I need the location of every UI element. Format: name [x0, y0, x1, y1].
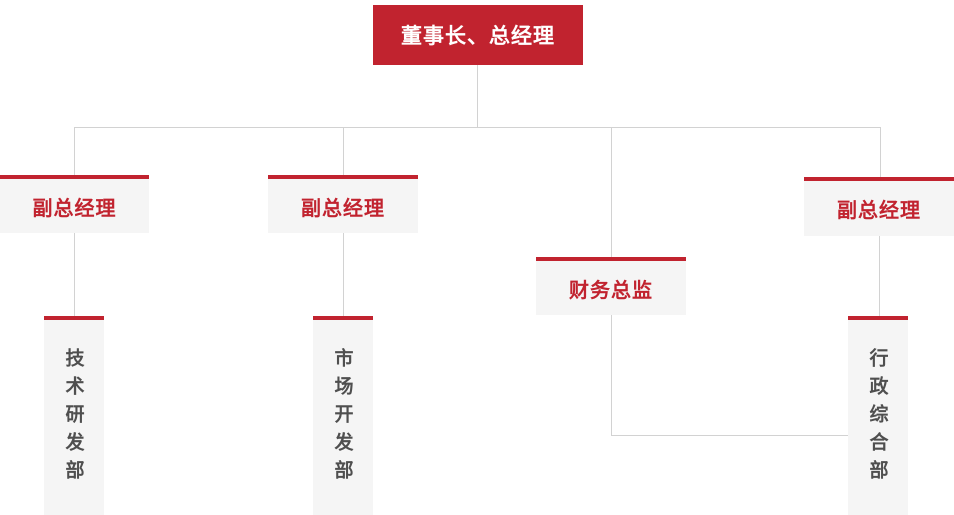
connector-deputy-2-to-dept	[343, 233, 344, 316]
node-label: 副总经理	[837, 198, 921, 222]
connector-drop-deputy-1	[74, 127, 75, 175]
node-admin-general-dept: 行政综合部	[848, 316, 908, 515]
node-finance-director: 财务总监	[536, 257, 686, 315]
connector-finance-to-admin	[611, 435, 848, 436]
node-label: 市场开发部	[331, 347, 354, 488]
node-deputy-general-manager-2: 副总经理	[268, 175, 418, 233]
node-market-dev-dept: 市场开发部	[313, 316, 373, 515]
node-label: 行政综合部	[866, 347, 889, 488]
connector-main-horizontal	[74, 127, 880, 128]
node-label: 财务总监	[569, 277, 653, 302]
connector-deputy-3-to-dept	[879, 236, 880, 316]
connector-drop-finance	[611, 127, 612, 257]
node-deputy-general-manager-3: 副总经理	[804, 177, 954, 236]
connector-drop-deputy-2	[343, 127, 344, 175]
connector-finance-drop	[611, 315, 612, 435]
connector-root-drop	[477, 65, 478, 127]
node-deputy-general-manager-1: 副总经理	[0, 175, 149, 233]
node-label: 副总经理	[301, 195, 385, 220]
node-label: 副总经理	[32, 195, 117, 220]
connector-deputy-1-to-dept	[74, 233, 75, 316]
node-tech-rd-dept: 技术研发部	[44, 316, 104, 515]
node-label: 董事长、总经理	[401, 24, 555, 48]
connector-drop-deputy-3	[880, 127, 881, 177]
node-label: 技术研发部	[62, 347, 85, 488]
node-chairman-general-manager: 董事长、总经理	[373, 5, 583, 65]
